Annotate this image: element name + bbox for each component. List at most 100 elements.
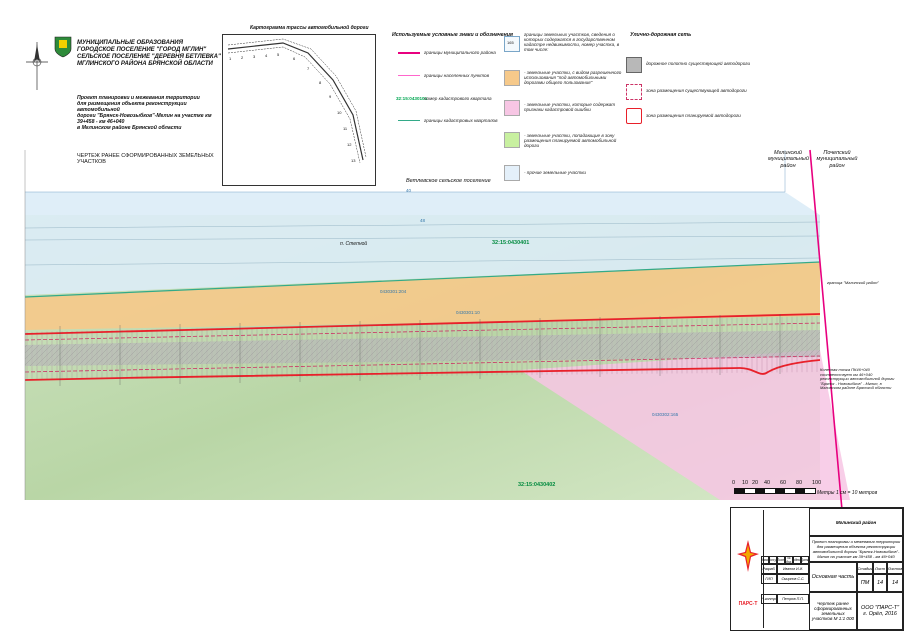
- legend-swatch-parcel-border: [504, 36, 520, 52]
- scale-tick: 10: [742, 480, 749, 486]
- legend-swatch-road-planned: [626, 108, 642, 124]
- inset-num: 7: [307, 66, 310, 71]
- quarter-label: 32:15:0430401: [492, 240, 530, 246]
- legend-item: границы муниципального района: [424, 50, 496, 55]
- coat-of-arms-icon: [54, 36, 72, 58]
- legend-swatch-green: [504, 132, 520, 148]
- legend-swatch-district: [398, 52, 420, 54]
- scale-tick: 20: [752, 480, 759, 486]
- stamp-sheet-head: Лист: [873, 562, 887, 574]
- scale-tick: 60: [780, 480, 787, 486]
- project-line: в Мглинском районе Брянской области: [77, 124, 182, 131]
- planned-road-south: [24, 359, 821, 381]
- scale-tick: 40: [764, 480, 771, 486]
- legend-swatch-settlement: [398, 75, 420, 76]
- title-line: МУНИЦИПАЛЬНЫЕ ОБРАЗОВАНИЯ: [77, 40, 183, 46]
- drawing-title: ЧЕРТЕЖ РАНЕЕ СФОРМИРОВАННЫХ ЗЕМЕЛЬНЫХ УЧ…: [77, 153, 214, 166]
- legend-item: зона размещения существующей автодороги: [646, 88, 747, 93]
- parcel-label: 0430301:204: [380, 289, 407, 294]
- legend-swatch-road-existing: [626, 84, 642, 100]
- inset-route: [227, 38, 367, 164]
- inset-num: 8: [319, 80, 322, 85]
- stamp-col: Кол.уч: [769, 556, 777, 564]
- settlement-label: Ветлевское сельское поселение: [406, 178, 491, 184]
- legend-item: - прочие земельные участки: [524, 170, 586, 175]
- parcel-label: 48: [420, 218, 426, 223]
- project-line: Проект планировки и межевания территории: [77, 95, 200, 101]
- scale-ratio: 1 см = 10 метров: [836, 490, 878, 496]
- inset-num: 4: [265, 53, 268, 58]
- stamp-stage-head: Стадия: [857, 562, 873, 574]
- district-east-label: Почепский муниципальный район: [816, 150, 858, 169]
- scale-bar: [734, 488, 816, 494]
- inset-num: 2: [241, 55, 244, 60]
- stamp-col: № док.: [785, 556, 793, 564]
- legend-swatch-pink: [504, 100, 520, 116]
- legend-title: Используемые условные знаки и обозначени…: [392, 32, 513, 38]
- stamp-sheets: 14: [887, 574, 903, 592]
- legend-item: границы земельных участков, сведения о к…: [524, 32, 620, 52]
- legend-item: - земельные участки, попадающие в зону р…: [524, 133, 617, 148]
- legend-item: - земельные участки, с видом разрешенног…: [524, 70, 622, 85]
- parcel-label: 0430301:10: [456, 310, 480, 315]
- inset-map[interactable]: 1 2 3 4 5 6 7 8 9 10 11 12 13: [222, 34, 376, 186]
- legend-item: зона размещения планируемой автодороги: [646, 113, 741, 118]
- district-west-label: Мглинский муниципальный район: [768, 150, 809, 169]
- stamp-person: Иванов И.И.: [777, 564, 809, 574]
- stamp-person: Смирнов С.С.: [777, 574, 809, 584]
- stamp-col: Лист: [777, 556, 785, 564]
- scale-ticks: 0 10 20 40 60 80 100: [730, 480, 840, 487]
- stamp-region: Мглинский район: [809, 508, 903, 536]
- legend-swatch-blue: [504, 165, 520, 181]
- stamp-company: ООО "ПАРС-Т" г. Орёл, 2016: [857, 592, 903, 630]
- scale-tick: 100: [812, 480, 822, 486]
- inset-num: 12: [347, 142, 352, 147]
- title-stamp: ПАРС-Т Мглинский район Проект планировки…: [730, 507, 904, 631]
- star-logo-icon: [737, 540, 759, 572]
- parcel-pink: [520, 350, 850, 500]
- stamp-col: Дата: [801, 556, 809, 564]
- stamp-role: Разраб.: [761, 564, 777, 574]
- inset-num: 11: [343, 126, 348, 131]
- legend-swatch-orange: [504, 70, 520, 86]
- stamp-col: Подпись: [793, 556, 801, 564]
- stamp-col: Изм.: [761, 556, 769, 564]
- scale-tick: 0: [732, 480, 736, 486]
- inset-num: 10: [337, 110, 342, 115]
- scale-unit: Метры: [817, 490, 835, 496]
- stamp-sheet: 14: [873, 574, 887, 592]
- quarter-label: 32:15:0430402: [518, 482, 556, 488]
- legend-item: - земельные участки, которые содержат пр…: [524, 102, 616, 112]
- parcel-blue: [25, 192, 820, 295]
- legend-item: границы кадастровых кварталов: [424, 118, 498, 123]
- scale-tick: 80: [796, 480, 803, 486]
- stamp-person: Петров П.П.: [777, 594, 809, 604]
- stamp-section: Основная часть: [809, 562, 857, 592]
- inset-num: 6: [293, 56, 296, 61]
- project-block: Проект планировки и межевания территории…: [77, 95, 227, 132]
- stamp-project: Проект планировки и межевания территории…: [809, 536, 903, 562]
- legend-code: 165: [507, 40, 514, 45]
- legend-item: границы населенных пунктов: [424, 73, 489, 78]
- title-line: ГОРОДСКОЕ ПОСЕЛЕНИЕ "ГОРОД МГЛИН": [77, 46, 207, 53]
- boundary-note: граница "Мглинский район": [827, 280, 879, 285]
- parcel-orange: [25, 262, 820, 330]
- inset-num: 5: [277, 52, 280, 57]
- inset-title: Картограмма трассы автомобильной дороги: [250, 25, 369, 31]
- title-line: СЕЛЬСКОЕ ПОСЕЛЕНИЕ "ДЕРЕВНЯ БЕТЛЕВКА": [77, 53, 221, 60]
- title-line: МГЛИНСКОГО РАЙОНА БРЯНСКОЙ ОБЛАСТИ: [77, 60, 213, 67]
- title-block: МУНИЦИПАЛЬНЫЕ ОБРАЗОВАНИЯ ГОРОДСКОЕ ПОСЕ…: [77, 40, 247, 68]
- inset-num: 3: [253, 54, 256, 59]
- road-legend-title: Улично-дорожная сеть: [630, 32, 692, 38]
- inset-num: 1: [229, 56, 232, 61]
- parcel-label: 40: [406, 188, 412, 193]
- parcel-label: 0430302:165: [652, 412, 679, 417]
- legend-code: 32:15:0430101: [396, 96, 428, 101]
- company-logo: ПАРС-Т: [733, 510, 764, 628]
- project-line: для размещения объекта реконструкции авт…: [77, 100, 187, 113]
- stamp-sheets-head: Листов: [887, 562, 903, 574]
- stamp-role: Н.контр.: [761, 594, 777, 604]
- stamp-role: ГИП: [761, 574, 777, 584]
- legend-item: дорожное полотно существующей автодороги: [646, 61, 751, 66]
